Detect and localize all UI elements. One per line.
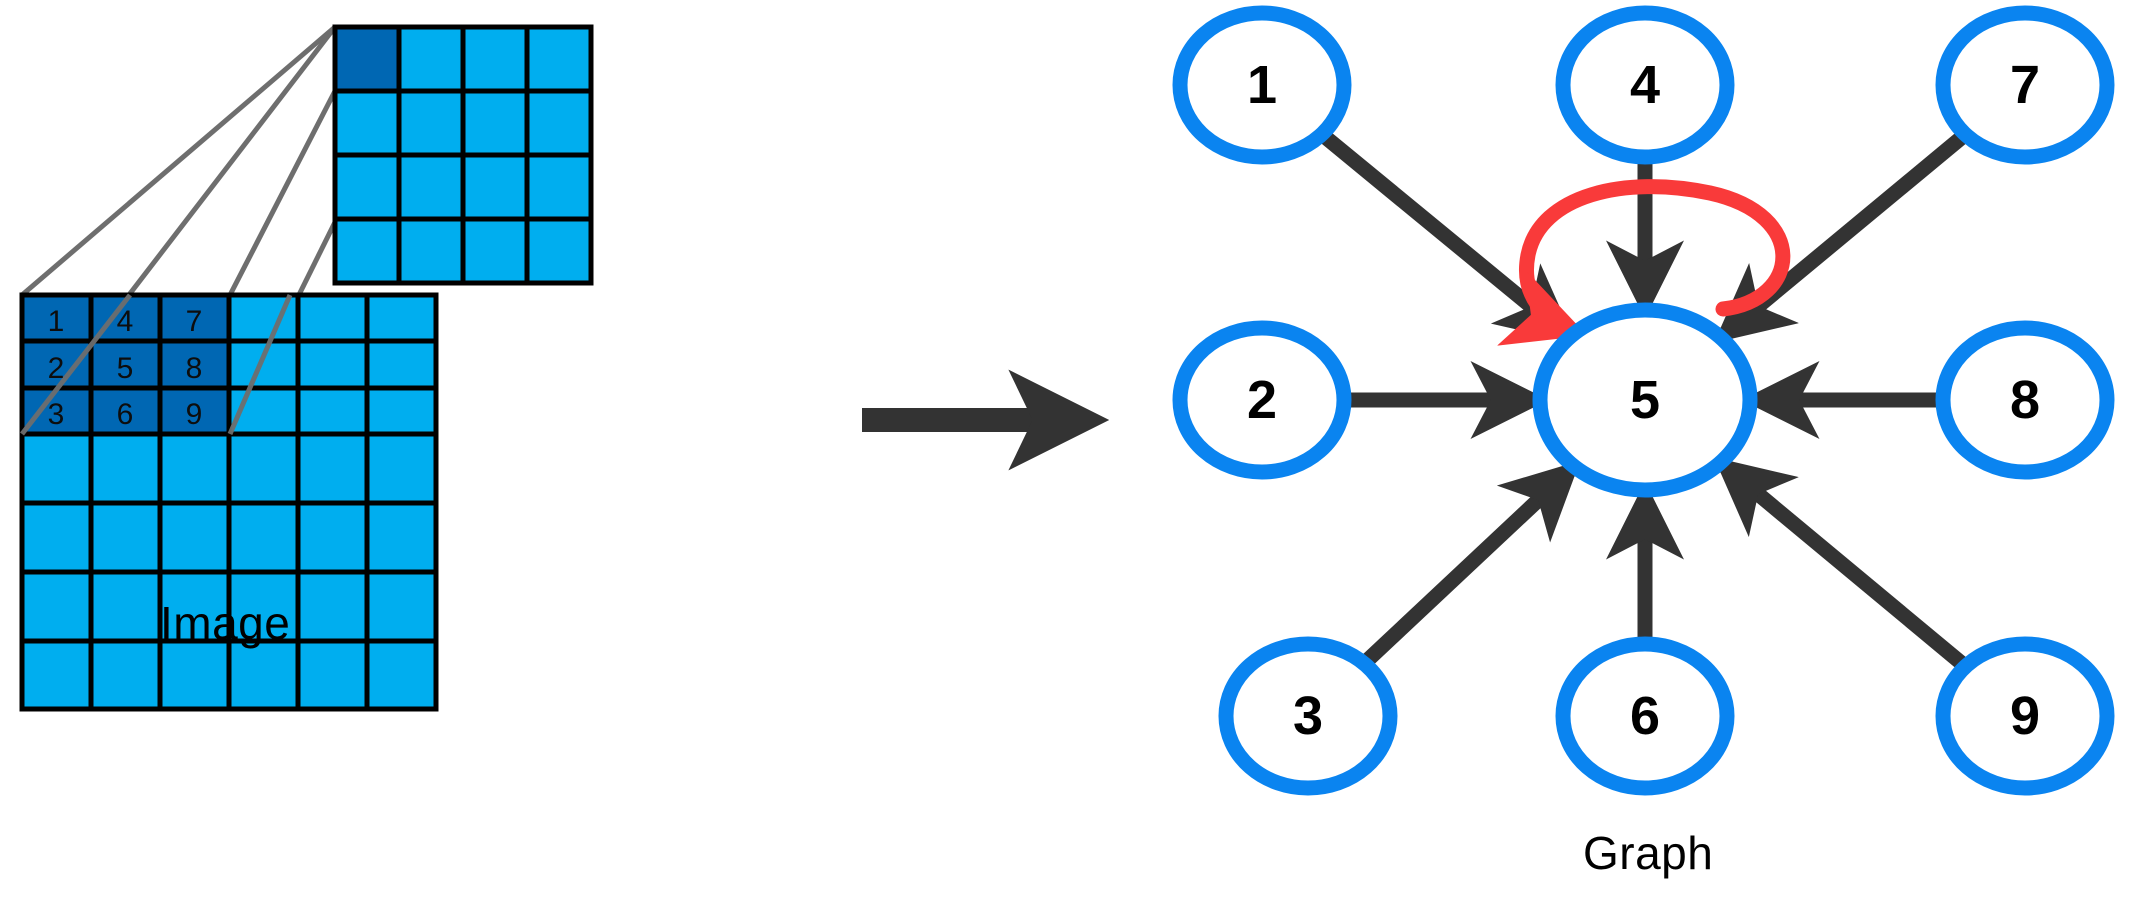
node-label-8: 8 xyxy=(2010,370,2040,430)
graph-edge-9-to-5 xyxy=(1713,457,1969,671)
node-label-6: 6 xyxy=(1630,686,1660,746)
leader-line-tl xyxy=(20,25,337,297)
node-label-4: 4 xyxy=(1630,55,1660,115)
graph-node-4[interactable]: 4 xyxy=(1555,5,1735,165)
node-circle-1 xyxy=(1172,5,1352,165)
node-label-1: 1 xyxy=(1247,55,1277,115)
pixel-index-labels: 1 4 7 2 5 8 3 6 9 xyxy=(48,305,203,431)
node-circle-8 xyxy=(1935,320,2115,480)
graph-nodes: 1 4 7 2 5 8 3 6 9 xyxy=(1172,5,2115,796)
pixel-index-label: 1 xyxy=(48,305,65,338)
node-label-3: 3 xyxy=(1293,686,1323,746)
image-caption: Image xyxy=(160,597,291,649)
pixel-index-label: 3 xyxy=(48,398,65,431)
image-grid xyxy=(19,292,439,712)
node-circle-7 xyxy=(1935,5,2115,165)
graph-node-7[interactable]: 7 xyxy=(1935,5,2115,165)
node-circle-3 xyxy=(1218,636,1398,796)
node-label-7: 7 xyxy=(2010,55,2040,115)
patch-grid xyxy=(332,24,594,286)
patch-cell-highlight xyxy=(335,27,399,91)
pixel-index-label: 6 xyxy=(117,398,134,431)
graph-edge-3-to-5 xyxy=(1360,460,1581,668)
node-circle-9 xyxy=(1935,636,2115,796)
pixel-index-label: 2 xyxy=(48,352,65,385)
graph-node-9[interactable]: 9 xyxy=(1935,636,2115,796)
pixel-index-label: 7 xyxy=(186,305,203,338)
node-circle-5 xyxy=(1532,302,1758,498)
pixel-index-label: 9 xyxy=(186,398,203,431)
pixel-index-label: 4 xyxy=(117,305,134,338)
node-circle-4 xyxy=(1555,5,1735,165)
node-label-5: 5 xyxy=(1630,370,1660,430)
graph-node-3[interactable]: 3 xyxy=(1218,636,1398,796)
node-label-2: 2 xyxy=(1247,370,1277,430)
self-loop-edge-5-5 xyxy=(1497,179,1791,346)
pixel-index-label: 8 xyxy=(186,352,203,385)
pixel-index-label: 5 xyxy=(117,352,134,385)
graph-node-2[interactable]: 2 xyxy=(1172,320,1352,480)
node-circle-2 xyxy=(1172,320,1352,480)
node-circle-6 xyxy=(1555,636,1735,796)
image-grid-highlight-region xyxy=(22,295,229,434)
node-label-9: 9 xyxy=(2010,686,2040,746)
graph-caption: Graph xyxy=(1583,827,1714,879)
graph-node-5[interactable]: 5 xyxy=(1532,302,1758,498)
graph-node-6[interactable]: 6 xyxy=(1555,636,1735,796)
graph-node-1[interactable]: 1 xyxy=(1172,5,1352,165)
leader-line-tr xyxy=(227,89,338,297)
graph-node-8[interactable]: 8 xyxy=(1935,320,2115,480)
